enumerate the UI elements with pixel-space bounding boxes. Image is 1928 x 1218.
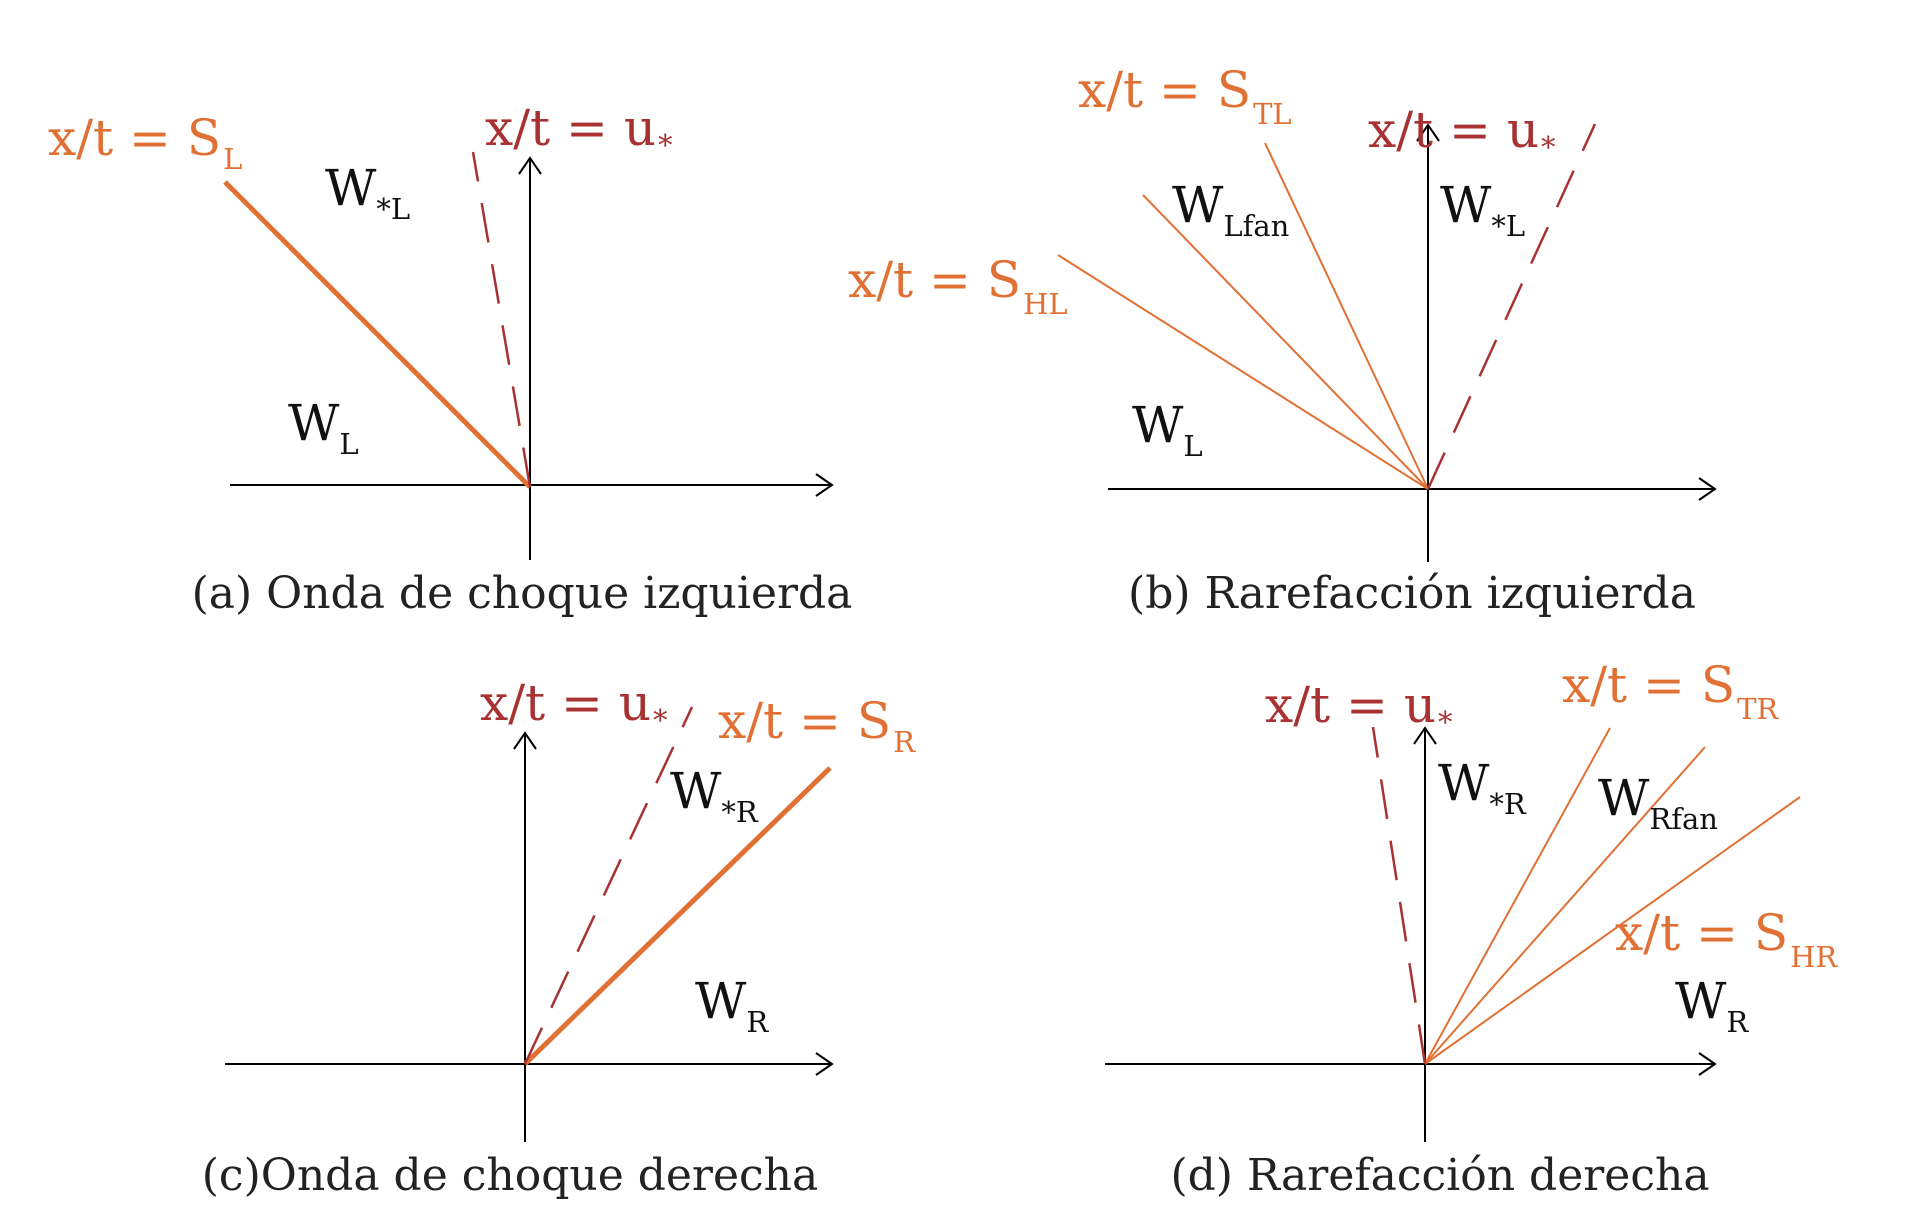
panel-d-t-axis-arrowhead (1413, 726, 1437, 745)
panel-d-caption: (d) Rarefacción derecha (1170, 1150, 1709, 1201)
panel-b-t-axis-arrowhead (1416, 123, 1440, 142)
panel-c-x-axis-arrowhead (815, 1052, 834, 1076)
panel-b-x-axis-arrowhead (1698, 477, 1717, 501)
panel-d-contact-line (1371, 726, 1427, 1065)
panel-a-contact-line (471, 151, 532, 488)
panel-a-caption: (a) Onda de choque izquierda (192, 568, 853, 619)
panel-b-fan-tail-line (1264, 142, 1429, 490)
panel-c-t-axis-arrowhead (513, 731, 537, 750)
panel-a-region-left: WL (288, 394, 359, 461)
panel-b-caption: (b) Rarefacción izquierda (1128, 568, 1696, 619)
panel-b-region-fan: WLfan (1172, 176, 1289, 243)
panel-d-region-right: WR (1675, 972, 1749, 1039)
panel-b-region-star: W*L (1440, 176, 1525, 243)
panel-d: x/t = u* x/t = STR W*R WRfan x/t = SHR W… (1105, 656, 1838, 1201)
panel-b-tail-label: x/t = STL (1078, 61, 1292, 131)
panel-b-fan-head-line (1057, 254, 1429, 490)
panel-b-contact-label: x/t = u* (1368, 101, 1556, 164)
panel-c-region-star: W*R (670, 762, 759, 829)
panel-a-x-axis-arrowhead (815, 473, 834, 497)
panel-b-fan-mid-line (1142, 194, 1429, 490)
panel-d-contact-label: x/t = u* (1265, 676, 1453, 739)
panel-c-caption: (c)Onda de choque derecha (202, 1150, 818, 1201)
panel-d-fan-mid-line (1424, 746, 1706, 1065)
panel-c-contact-line (523, 706, 694, 1065)
panel-b: x/t = STL x/t = u* x/t = SHL WLfan W*L W… (848, 61, 1717, 619)
panel-d-region-star: W*R (1438, 754, 1527, 821)
panel-a-contact-label: x/t = u* (485, 99, 673, 162)
panel-d-fan-tail-line (1424, 727, 1611, 1065)
panel-c-shock-line (523, 766, 832, 1066)
panel-a-region-star: W*L (325, 159, 410, 226)
panel-d-head-label: x/t = SHR (1615, 904, 1838, 974)
panel-c: x/t = u* x/t = SR W*R WR (c)Onda de choq… (202, 674, 916, 1201)
panel-c-region-right: WR (695, 972, 769, 1039)
panel-d-fan-head-line (1424, 796, 1801, 1065)
panel-c-shock-label: x/t = SR (718, 692, 916, 759)
panel-d-tail-label: x/t = STR (1562, 656, 1779, 726)
panel-d-x-axis-arrowhead (1698, 1052, 1717, 1076)
panel-d-region-fan: WRfan (1598, 769, 1718, 836)
panel-a-shock-label: x/t = SL (48, 109, 242, 176)
panel-c-contact-label: x/t = u* (480, 674, 668, 737)
panel-a-shock-line (223, 180, 532, 489)
panel-b-region-left: WL (1132, 396, 1203, 463)
panel-a: x/t = SL x/t = u* W*L WL (a) Onda de cho… (48, 99, 852, 619)
panel-b-contact-line (1426, 123, 1597, 490)
panel-b-head-label: x/t = SHL (848, 251, 1068, 321)
panel-a-t-axis-arrowhead (518, 156, 542, 175)
